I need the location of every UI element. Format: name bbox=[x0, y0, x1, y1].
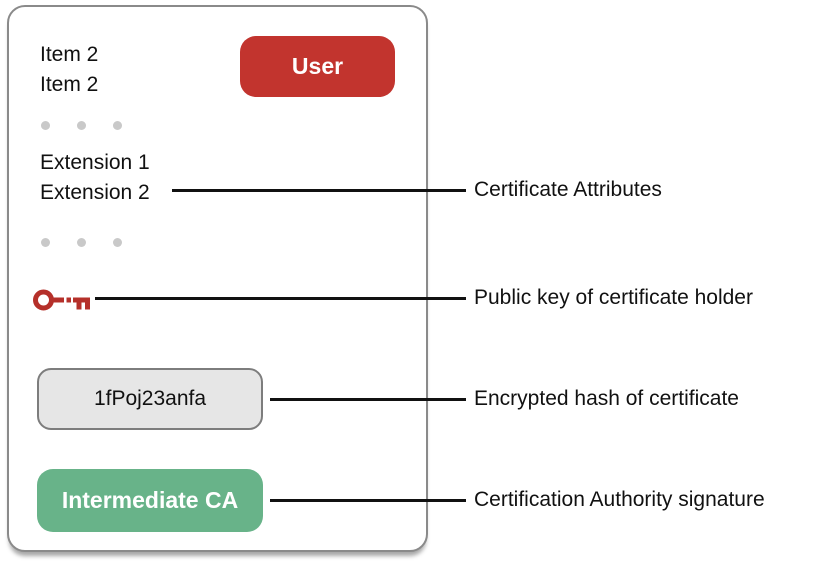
annotation-label: Encrypted hash of certificate bbox=[474, 387, 739, 410]
annotation-label: Certification Authority signature bbox=[474, 488, 765, 511]
ellipsis-dot bbox=[41, 121, 50, 130]
certificate-extension: Extension 2 bbox=[40, 181, 150, 204]
certificate-extensions: Extension 1 Extension 2 bbox=[40, 148, 150, 208]
user-badge: User bbox=[240, 36, 395, 97]
ellipsis-dot bbox=[113, 238, 122, 247]
public-key-icon bbox=[33, 286, 93, 319]
certificate-items: Item 2 Item 2 bbox=[40, 40, 98, 100]
intermediate-ca-badge: Intermediate CA bbox=[37, 469, 263, 532]
encrypted-hash-value: 1fPoj23anfa bbox=[93, 387, 207, 410]
connector-line bbox=[270, 398, 466, 401]
ellipsis-dot bbox=[113, 121, 122, 130]
user-badge-label: User bbox=[291, 53, 344, 79]
connector-line bbox=[270, 499, 466, 502]
ellipsis-dot bbox=[77, 121, 86, 130]
certificate-extension: Extension 1 bbox=[40, 151, 150, 174]
encrypted-hash-box: 1fPoj23anfa bbox=[37, 368, 263, 430]
ellipsis-row bbox=[41, 121, 122, 130]
intermediate-ca-label: Intermediate CA bbox=[61, 487, 239, 513]
annotation-label: Certificate Attributes bbox=[474, 178, 662, 201]
ellipsis-row bbox=[41, 238, 122, 247]
connector-line bbox=[95, 297, 466, 300]
ellipsis-dot bbox=[41, 238, 50, 247]
connector-line bbox=[172, 189, 466, 192]
annotation-label: Public key of certificate holder bbox=[474, 286, 753, 309]
ellipsis-dot bbox=[77, 238, 86, 247]
certificate-item: Item 2 bbox=[40, 73, 99, 96]
certificate-item: Item 2 bbox=[40, 43, 99, 66]
